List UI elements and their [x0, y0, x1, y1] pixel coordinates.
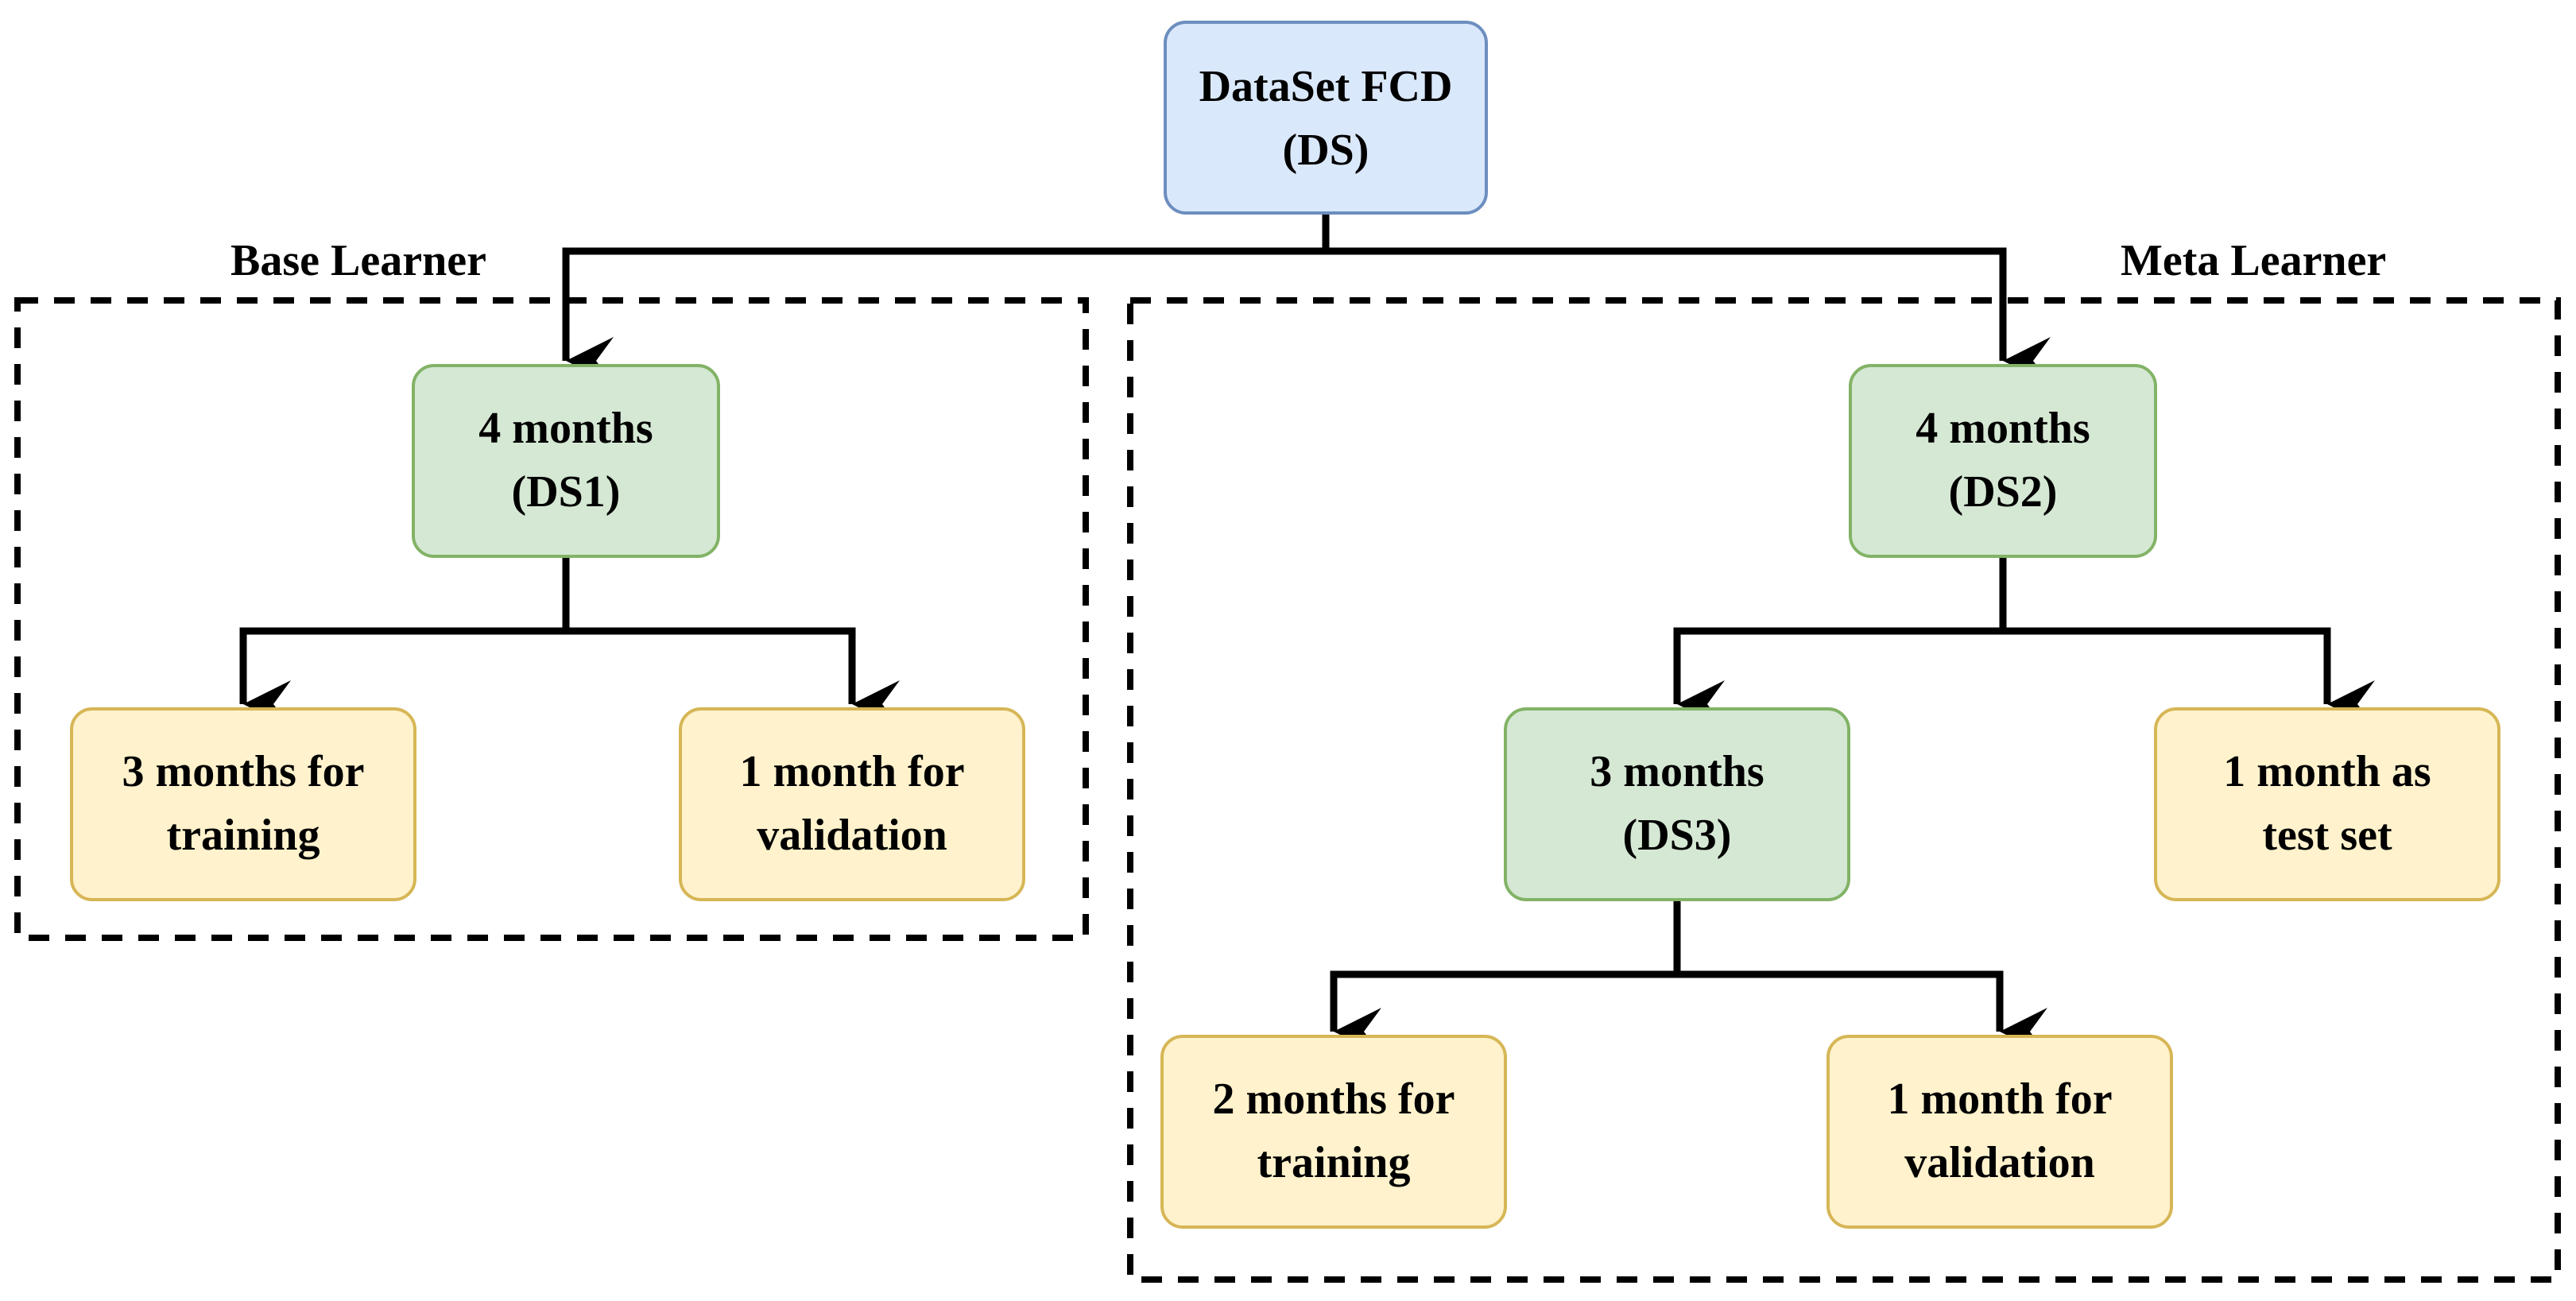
node-ds3-training-line1: 2 months for [1213, 1074, 1455, 1124]
edge-ds3-to-val [1673, 900, 2047, 1055]
node-ds2-test-set-line1: 1 month as [2223, 747, 2431, 796]
node-ds3-line2: (DS3) [1623, 811, 1732, 860]
node-ds2-line2: (DS2) [1949, 467, 2058, 517]
node-ds3-training-line2: training [1257, 1138, 1411, 1187]
base-learner-group [14, 297, 1089, 941]
node-root-line2: (DS) [1283, 126, 1369, 175]
node-ds3-training-box [1160, 1035, 1507, 1229]
node-ds2-box [1849, 364, 2157, 558]
node-ds1-training-box [70, 707, 416, 901]
edge-ds2-to-test [1999, 556, 2375, 728]
node-ds2: 4 months (DS2) [1849, 364, 2157, 558]
node-ds1: 4 months (DS1) [412, 364, 720, 558]
node-ds1-validation-line2: validation [757, 811, 947, 860]
node-ds1-training: 3 months for training [70, 707, 416, 901]
node-ds2-line1: 4 months [1916, 404, 2090, 453]
node-ds1-training-line1: 3 months for [122, 747, 365, 796]
edge-ds3-to-train [1330, 900, 1681, 1055]
node-ds3-validation-box [1826, 1035, 2173, 1229]
node-ds2-test-set-line2: test set [2262, 811, 2392, 860]
node-ds1-training-line2: training [167, 811, 320, 860]
node-ds3-validation-line2: validation [1904, 1138, 2095, 1187]
node-ds1-validation: 1 month for validation [679, 707, 1025, 901]
node-root-line1: DataSet FCD [1199, 62, 1453, 111]
node-ds3-box [1504, 707, 1850, 901]
node-ds1-line1: 4 months [478, 404, 653, 453]
node-ds2-test-set-box [2154, 707, 2500, 901]
edge-root-to-ds1 [562, 213, 1330, 385]
edge-ds1-to-train [239, 556, 570, 728]
meta-learner-group [1127, 297, 2561, 1283]
node-ds3-line1: 3 months [1590, 747, 1764, 796]
node-ds3-validation-line1: 1 month for [1887, 1074, 2112, 1124]
node-ds1-box [412, 364, 720, 558]
edge-ds1-to-val [562, 556, 900, 728]
node-ds3-training: 2 months for training [1160, 1035, 1507, 1229]
base-learner-label: Base Learner [230, 236, 486, 285]
meta-learner-label: Meta Learner [2121, 236, 2386, 285]
edge-root-to-ds2 [1322, 213, 2051, 385]
edge-ds2-to-ds3 [1673, 556, 2007, 728]
node-ds2-test-set: 1 month as test set [2154, 707, 2500, 901]
node-root-box [1164, 21, 1488, 215]
node-root-dataset: DataSet FCD (DS) [1164, 21, 1488, 215]
node-ds3: 3 months (DS3) [1504, 707, 1850, 901]
node-ds1-validation-line1: 1 month for [739, 747, 964, 796]
node-ds1-validation-box [679, 707, 1025, 901]
node-ds1-line2: (DS1) [512, 467, 621, 517]
node-ds3-validation: 1 month for validation [1826, 1035, 2173, 1229]
